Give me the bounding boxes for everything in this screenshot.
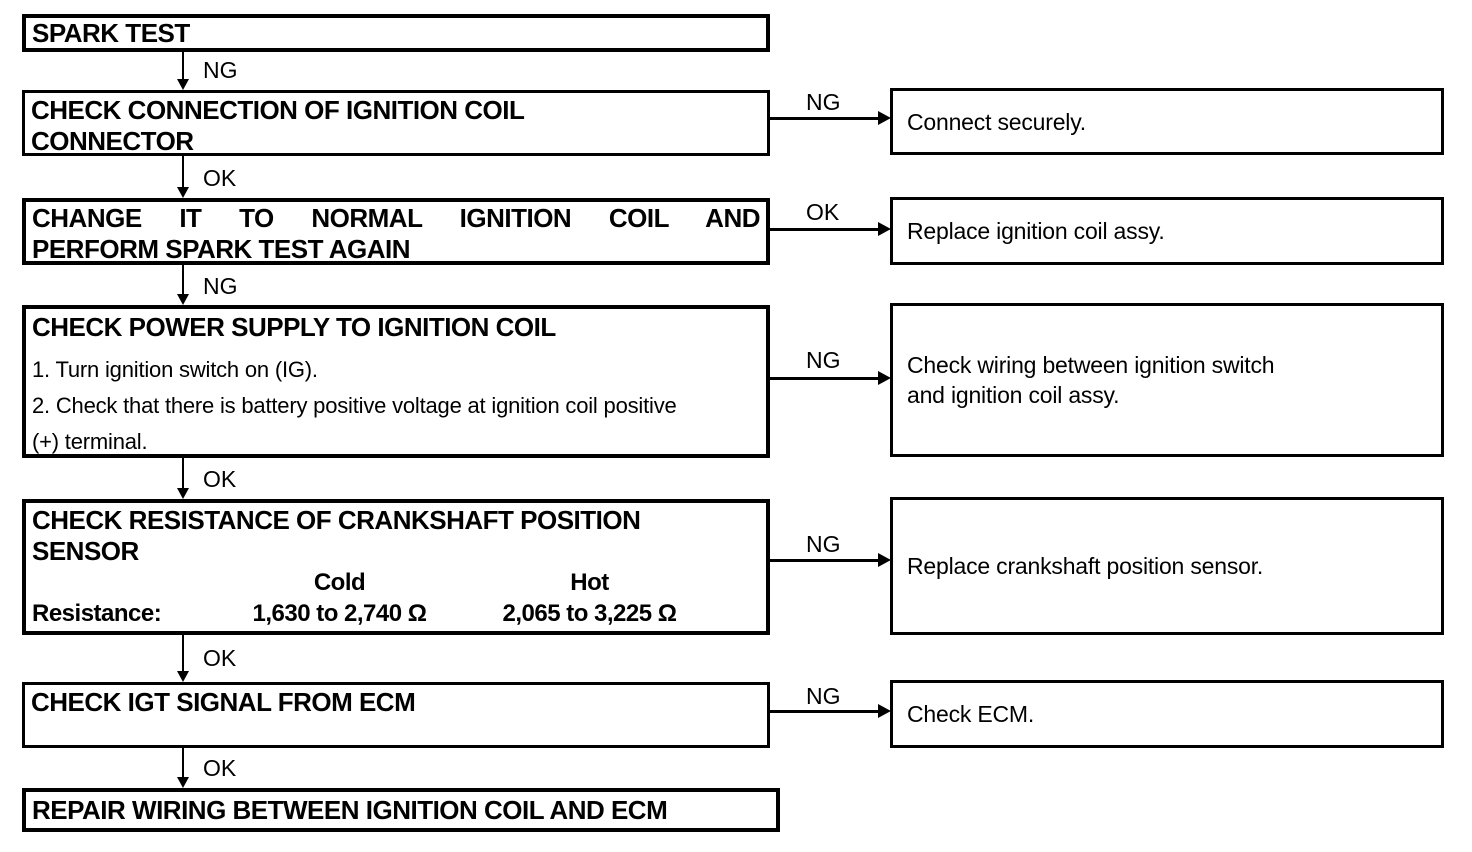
resistance-header-cold: Cold: [313, 569, 366, 596]
result-check-wiring-line1: Check wiring between ignition switch: [907, 352, 1275, 378]
result-replace-sensor-text: Replace crankshaft position sensor.: [907, 553, 1264, 579]
result-replace-coil-text: Replace ignition coil assy.: [907, 218, 1165, 244]
result-check-wiring: Check wiring between ignition switch and…: [890, 303, 1444, 457]
connector-label-down-6: OK: [203, 755, 237, 781]
resistance-table: Cold Hot Resistance: 1,630 to 2,740 Ω 2,…: [32, 569, 760, 628]
resistance-hot-value: 2,065 to 3,225 Ω: [502, 600, 677, 627]
step-check-connection-line1: CHECK CONNECTION OF IGNITION COIL: [31, 95, 525, 125]
resistance-header-spacer: [32, 569, 217, 597]
step-check-connection: CHECK CONNECTION OF IGNITION COIL CONNEC…: [22, 90, 770, 156]
connector-label-side-2: OK: [806, 199, 840, 225]
resistance-cold-value: 1,630 to 2,740 Ω: [252, 600, 427, 627]
connector-label-down-1: NG: [203, 57, 238, 83]
step-repair-wiring-title: REPAIR WIRING BETWEEN IGNITION COIL AND …: [32, 795, 668, 825]
step-check-power-item2b: (+) terminal.: [32, 429, 148, 454]
arrow-right-icon: [770, 553, 891, 567]
arrow-down-icon: [177, 52, 189, 90]
result-replace-sensor: Replace crankshaft position sensor.: [890, 497, 1444, 635]
connector-label-side-1: NG: [806, 89, 841, 115]
step-change-coil-line2: PERFORM SPARK TEST AGAIN: [32, 234, 411, 264]
resistance-header-row: Cold Hot: [32, 569, 760, 597]
arrow-down-icon: [177, 458, 189, 499]
result-replace-coil: Replace ignition coil assy.: [890, 197, 1444, 265]
step-check-power-item2a: 2. Check that there is battery positive …: [32, 393, 677, 418]
step-check-igt-title: CHECK IGT SIGNAL FROM ECM: [31, 687, 416, 717]
step-change-coil: CHANGE IT TO NORMAL IGNITION COIL AND PE…: [22, 198, 770, 265]
connector-label-down-2: OK: [203, 165, 237, 191]
connector-label-down-5: OK: [203, 645, 237, 671]
step-spark-test-title: SPARK TEST: [32, 18, 190, 48]
arrow-right-icon: [770, 371, 891, 385]
connector-label-side-3: NG: [806, 347, 841, 373]
step-change-coil-line1: CHANGE IT TO NORMAL IGNITION COIL AND: [32, 203, 761, 233]
arrow-down-icon: [177, 635, 189, 682]
step-check-igt: CHECK IGT SIGNAL FROM ECM: [22, 682, 770, 748]
step-repair-wiring: REPAIR WIRING BETWEEN IGNITION COIL AND …: [22, 788, 780, 832]
arrow-right-icon: [770, 704, 891, 718]
connector-label-side-4: NG: [806, 531, 841, 557]
resistance-row-label: Resistance:: [32, 600, 162, 627]
arrow-down-icon: [177, 748, 189, 788]
result-connect-securely-text: Connect securely.: [907, 108, 1086, 135]
arrow-down-icon: [177, 265, 189, 305]
step-spark-test: SPARK TEST: [22, 14, 770, 52]
arrow-down-icon: [177, 156, 189, 198]
resistance-header-hot: Hot: [570, 569, 609, 596]
step-check-resistance-line2: SENSOR: [32, 536, 139, 566]
result-connect-securely: Connect securely.: [890, 88, 1444, 155]
arrow-right-icon: [770, 222, 891, 236]
step-check-power-item1: 1. Turn ignition switch on (IG).: [32, 357, 318, 382]
step-check-resistance: CHECK RESISTANCE OF CRANKSHAFT POSITION …: [22, 499, 770, 635]
connector-label-side-5: NG: [806, 683, 841, 709]
step-check-power-title: CHECK POWER SUPPLY TO IGNITION COIL: [32, 312, 556, 342]
connector-label-down-3: NG: [203, 273, 238, 299]
step-check-resistance-line1: CHECK RESISTANCE OF CRANKSHAFT POSITION: [32, 505, 641, 535]
result-check-ecm-text: Check ECM.: [907, 701, 1035, 727]
resistance-value-row: Resistance: 1,630 to 2,740 Ω 2,065 to 3,…: [32, 600, 760, 628]
step-check-connection-line2: CONNECTOR: [31, 126, 194, 156]
arrow-right-icon: [770, 111, 891, 125]
result-check-ecm: Check ECM.: [890, 680, 1444, 748]
connector-label-down-4: OK: [203, 466, 237, 492]
result-check-wiring-line2: and ignition coil assy.: [907, 382, 1120, 408]
step-check-power: CHECK POWER SUPPLY TO IGNITION COIL 1. T…: [22, 305, 770, 458]
